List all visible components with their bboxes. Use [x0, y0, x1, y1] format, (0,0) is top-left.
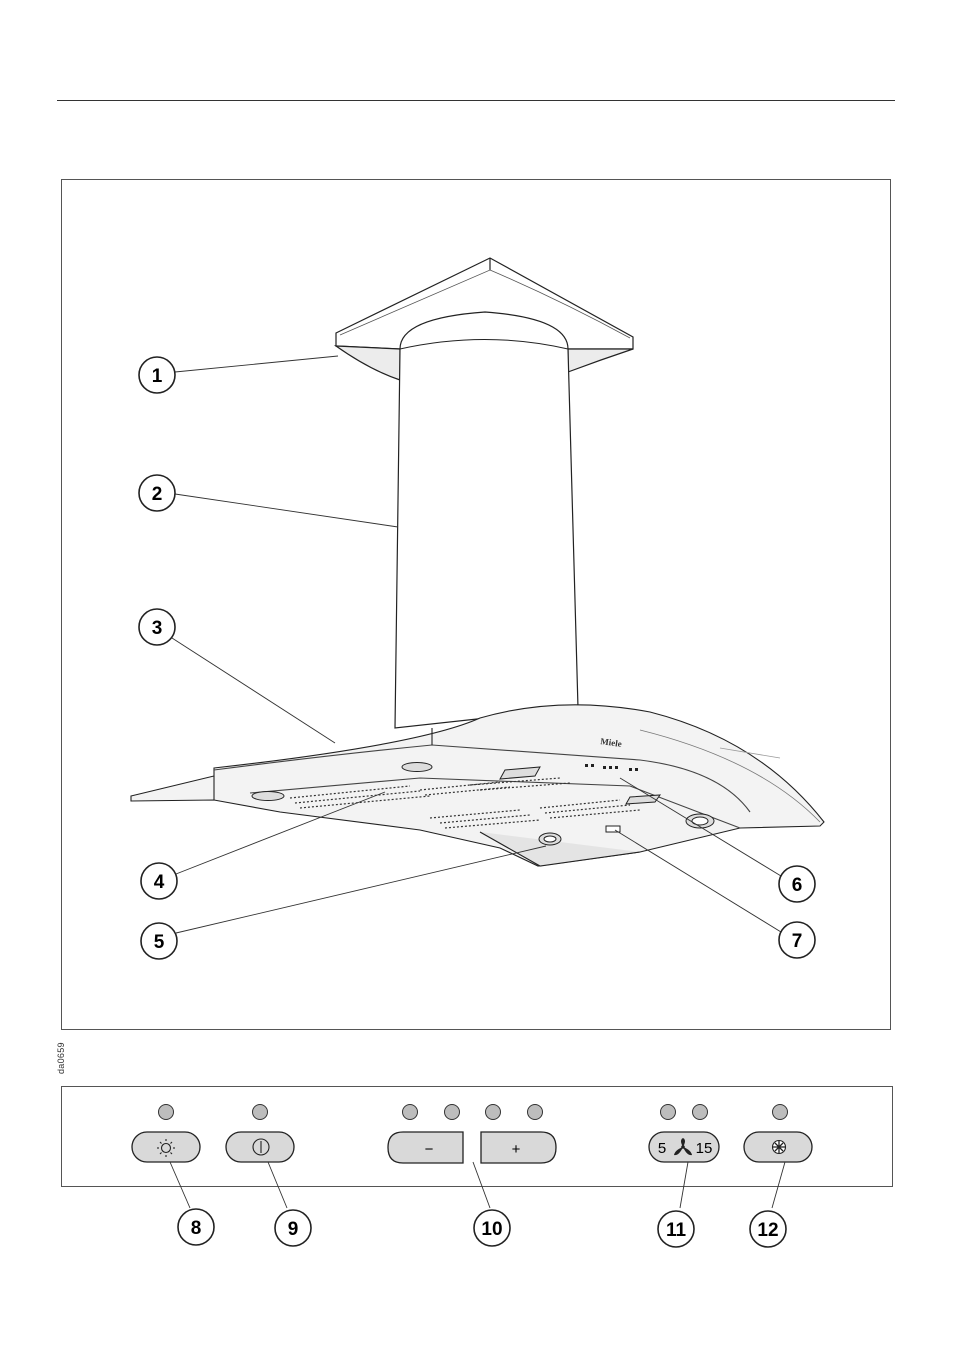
filter-button[interactable]: [744, 1132, 812, 1162]
indicator-lamps: [159, 1105, 788, 1120]
svg-text:8: 8: [191, 1218, 202, 1239]
panel-leader-lines: [170, 1162, 785, 1208]
callout-12: 12: [750, 1211, 786, 1247]
svg-text:9: 9: [288, 1219, 299, 1240]
runon-button[interactable]: 5 15: [649, 1132, 719, 1162]
fan-minus-button[interactable]: −: [388, 1132, 463, 1163]
minus-label: −: [425, 1141, 434, 1158]
callout-11: 11: [658, 1211, 694, 1247]
power-button[interactable]: [226, 1132, 294, 1162]
light-indicator-lamp: [159, 1105, 174, 1120]
runon-lamp-5: [661, 1105, 676, 1120]
runon-left-label: 5: [658, 1140, 666, 1157]
callout-8: 8: [178, 1209, 214, 1245]
light-button[interactable]: [132, 1132, 200, 1162]
plus-label: +: [512, 1141, 521, 1158]
runon-right-label: 15: [696, 1140, 713, 1157]
power-indicator-lamp: [253, 1105, 268, 1120]
svg-text:11: 11: [666, 1220, 687, 1241]
svg-text:10: 10: [481, 1219, 502, 1240]
svg-text:12: 12: [757, 1220, 778, 1241]
fan-level-lamp-1: [403, 1105, 418, 1120]
fan-level-lamp-4: [528, 1105, 543, 1120]
fan-level-lamp-2: [445, 1105, 460, 1120]
callout-10: 10: [474, 1210, 510, 1246]
grease-filter-icon: [773, 1141, 786, 1154]
runon-lamp-15: [693, 1105, 708, 1120]
fan-level-lamp-3: [486, 1105, 501, 1120]
filter-indicator-lamp: [773, 1105, 788, 1120]
fan-plus-button[interactable]: +: [481, 1132, 556, 1163]
callout-9: 9: [275, 1210, 311, 1246]
